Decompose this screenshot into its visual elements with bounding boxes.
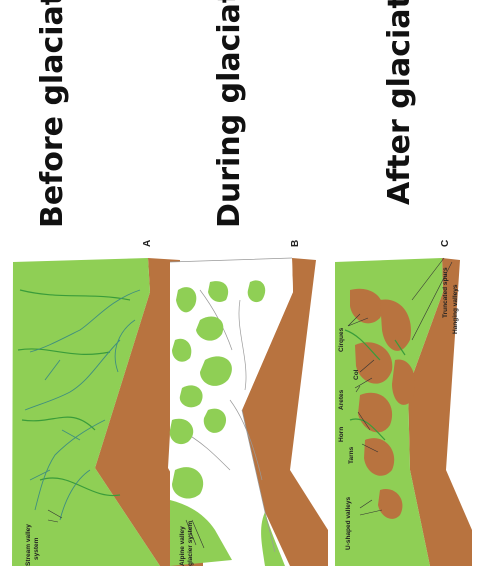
truncated-spurs-label: Truncated spurs bbox=[442, 267, 449, 318]
alpine-glacier-label-line1: Alpine valley bbox=[179, 526, 186, 566]
nunatak bbox=[248, 280, 266, 302]
hanging-valleys-label: Hanging valleys bbox=[452, 284, 459, 334]
col-label: Col bbox=[353, 369, 360, 380]
aretes-label: Aretes bbox=[338, 389, 345, 410]
nunatak bbox=[180, 385, 203, 407]
panel-c: C Truncated spurs Hanging valleys Cirque… bbox=[335, 240, 472, 566]
title-before-glaciation: Before glaciation bbox=[35, 0, 70, 228]
alpine-glacier-label-line2: glacier system bbox=[187, 521, 194, 566]
title-during-glaciation: During glaciation bbox=[212, 0, 247, 228]
tarns-label: Tarns bbox=[348, 446, 355, 464]
stream-valley-label-line2: system bbox=[33, 537, 40, 560]
panel-b-letter: B bbox=[290, 240, 301, 247]
panel-c-letter: C bbox=[440, 240, 451, 247]
cirques-label: Cirques bbox=[338, 327, 345, 352]
panel-a-letter: A bbox=[142, 240, 153, 247]
panel-b: B Alpine valley glacier system bbox=[170, 240, 328, 566]
horn-label: Horn bbox=[338, 427, 345, 442]
stream-valley-label-line1: Stream valley bbox=[25, 524, 32, 566]
title-after-glaciation: After glaciation bbox=[382, 0, 417, 205]
u-shaped-valleys-label: U-shaped valleys bbox=[345, 497, 352, 550]
